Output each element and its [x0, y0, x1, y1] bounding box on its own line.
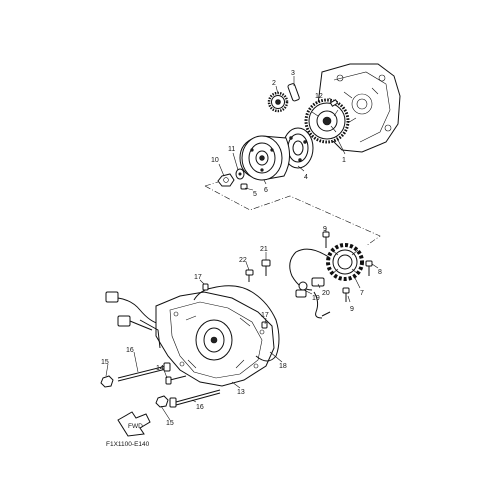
- idle-gear: [267, 91, 289, 113]
- callout-10: 10: [211, 157, 219, 164]
- callout-18: 18: [279, 363, 287, 370]
- callout-2: 2: [272, 80, 276, 87]
- dowel-pins: [202, 283, 268, 329]
- callout-12: 12: [315, 93, 323, 100]
- fwd-arrow-icon: FWD: [117, 411, 151, 437]
- callout-22: 22: [239, 257, 247, 264]
- stator-wire-harness: [289, 248, 331, 319]
- callout-11: 11: [228, 146, 235, 153]
- callout-9-top: 9: [323, 226, 327, 233]
- callout-16-bottom: 16: [196, 404, 204, 411]
- pickup-coil: [295, 277, 325, 298]
- callout-21: 21: [260, 246, 268, 253]
- callout-17-top: 17: [194, 274, 202, 281]
- gasket: [193, 285, 280, 362]
- callout-7: 7: [360, 290, 364, 297]
- dowel-pin: [240, 183, 248, 190]
- callout-20: 20: [322, 290, 330, 297]
- rotor-flywheel: [239, 135, 290, 181]
- shaft: [287, 83, 300, 102]
- callout-16-left: 16: [126, 347, 134, 354]
- one-way-clutch: [282, 127, 314, 169]
- leader-lines: [105, 76, 379, 421]
- callout-3: 3: [291, 70, 295, 77]
- nut-and-washer: [217, 99, 339, 187]
- starter-gear: [304, 98, 350, 144]
- callout-15-left: 15: [101, 359, 109, 366]
- callout-14: 14: [156, 365, 164, 372]
- callout-19: 19: [312, 295, 320, 302]
- callout-6: 6: [264, 187, 268, 194]
- callout-8: 8: [378, 269, 382, 276]
- stator-bolts: [322, 231, 373, 302]
- clamps: [245, 259, 271, 282]
- callout-17-right: 17: [261, 312, 269, 319]
- figure-code: F1X1100-E140: [106, 441, 150, 448]
- callout-1: 1: [342, 157, 346, 164]
- callout-13: 13: [237, 389, 245, 396]
- callout-labels: 1 2 3 4 5 6 7 8 9 9 10 11 12 13 14 15 15…: [101, 70, 382, 427]
- connector-harness: [105, 291, 161, 331]
- generator-cover: [139, 291, 275, 387]
- stator: [326, 243, 364, 281]
- callout-9-bottom: 9: [350, 306, 354, 313]
- callout-4: 4: [304, 174, 308, 181]
- assembly-bracket: [204, 181, 381, 247]
- callout-5: 5: [253, 191, 257, 198]
- callout-15-bottom: 15: [166, 420, 174, 427]
- fwd-label: FWD: [128, 423, 143, 430]
- cover-bolts: [100, 362, 221, 408]
